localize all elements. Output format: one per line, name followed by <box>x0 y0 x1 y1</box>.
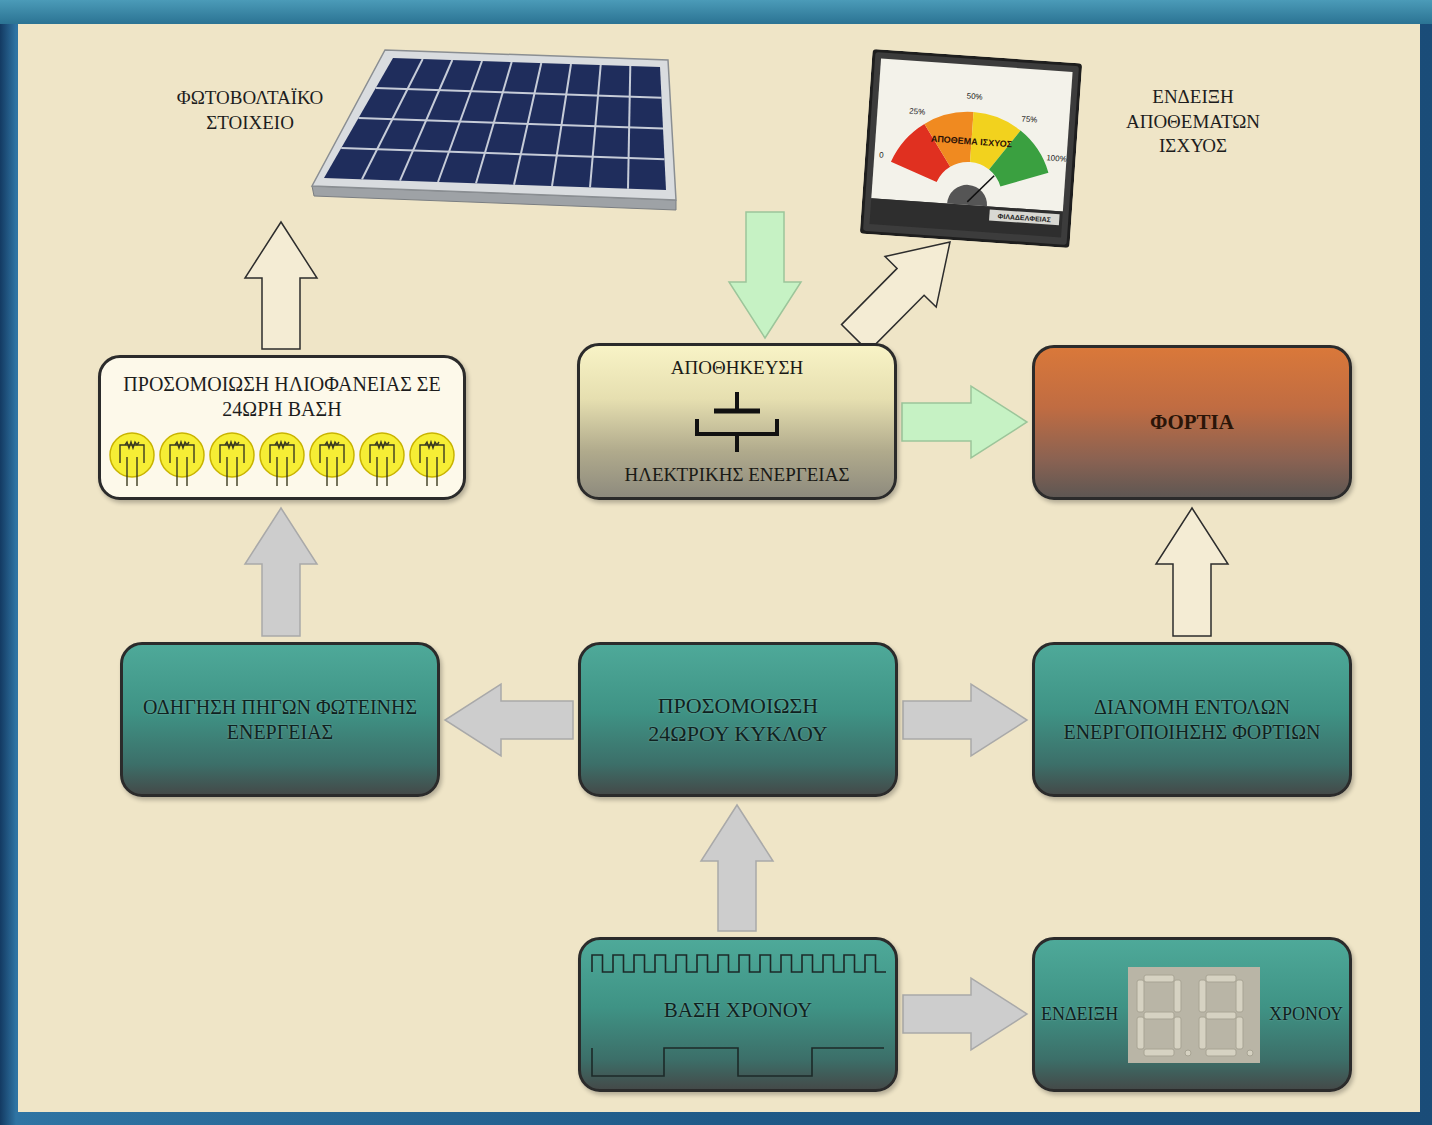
block-arrow <box>903 684 1027 756</box>
process-box: ΔΙΑΝΟΜΗ ΕΝΤΟΛΩΝ ΕΝΕΡΓΟΠΟΙΗΣΗΣ ΦΟΡΤΙΩΝ <box>1032 642 1352 797</box>
display-segment <box>1199 1017 1206 1049</box>
power-meter: 025%50%75%100%ΑΠΟΘΕΜΑ ΙΣΧΥΟΣΦΙΛΑΔΕΛΦΕΙΑΣ <box>860 49 1082 248</box>
node-label: ΒΑΣΗ ΧΡΟΝΟΥ <box>664 997 812 1023</box>
lamp <box>260 433 304 477</box>
block-arrow <box>842 242 951 351</box>
node-label: ΠΡΟΣΟΜΟΙΩΣΗ ΗΛΙΟΦΑΝΕΙΑΣ ΣΕ 24ΩΡΗ ΒΑΣΗ <box>115 372 450 422</box>
display-segment <box>1144 975 1174 982</box>
block-arrow <box>902 386 1027 458</box>
lamp <box>310 433 354 477</box>
capacitor-lead <box>697 392 777 452</box>
display-segment <box>1137 980 1144 1012</box>
block-arrow <box>903 978 1027 1050</box>
cell-grid <box>341 59 664 189</box>
node-label: ΧΡΟΝΟΥ <box>1269 1003 1343 1026</box>
gauge-label: 75% <box>1021 115 1038 124</box>
display-segment <box>1206 1012 1236 1019</box>
process-box: ΟΔΗΓΗΣΗ ΠΗΓΩΝ ΦΩΤΕΙΝΗΣ ΕΝΕΡΓΕΙΑΣ <box>120 642 440 797</box>
capacitor-symbol <box>687 392 787 452</box>
time-display-box: ΕΝΔΕΙΞΗ ΧΡΟΝΟΥ <box>1032 937 1352 1092</box>
node-label: ΕΝΔΕΙΞΗ ΑΠΟΘΕΜΑΤΩΝ ΙΣΧΥΟΣ <box>1108 85 1278 159</box>
node-label: ΟΔΗΓΗΣΗ ΠΗΓΩΝ ΦΩΤΕΙΝΗΣ ΕΝΕΡΓΕΙΑΣ <box>140 695 420 745</box>
block-arrow <box>701 805 773 931</box>
node-label: ΦΟΡΤΙΑ <box>1150 409 1234 435</box>
block-arrow <box>1156 508 1228 636</box>
solar-panel <box>312 50 676 210</box>
lamp <box>160 433 204 477</box>
seven-segment-display <box>1128 967 1260 1063</box>
time-base-box: ΒΑΣΗ ΧΡΟΝΟΥ <box>578 937 898 1092</box>
node-label: ΕΝΔΕΙΞΗ <box>1041 1003 1118 1026</box>
lamp-filament <box>320 442 344 486</box>
loads-box: ΦΟΡΤΙΑ <box>1032 345 1352 500</box>
node-label: ΑΠΟΘΗΚΕΥΣΗ <box>671 356 803 380</box>
display-face <box>1128 967 1260 1063</box>
display-segment <box>1144 1012 1174 1019</box>
square-wave <box>592 1048 884 1076</box>
panel-cells <box>324 58 666 190</box>
process-box: ΠΡΟΣΟΜΟΙΩΣΗ 24ΩΡΟΥ ΚΥΚΛΟΥ <box>578 642 898 797</box>
node-label: ΠΡΟΣΟΜΟΙΩΣΗ 24ΩΡΟΥ ΚΥΚΛΟΥ <box>623 692 853 747</box>
photovoltaic-panel: ΦΩΤΟΒΟΛΤΑΪΚΟ ΣΤΟΙΧΕΙΟ <box>150 48 810 212</box>
gauge-label: 25% <box>909 107 926 116</box>
display-segment <box>1137 1017 1144 1049</box>
lamp <box>360 433 404 477</box>
gauge-label: 100% <box>1046 154 1067 163</box>
lamp <box>110 433 154 477</box>
lamp-filament <box>120 442 144 486</box>
display-segment <box>1174 980 1181 1012</box>
display-segment <box>1199 980 1206 1012</box>
lamp-filament <box>420 442 444 486</box>
energy-storage-box: ΑΠΟΘΗΚΕΥΣΗ ΗΛΕΚΤΡΙΚΗΣ ΕΝΕΡΓΕΙΑΣ <box>577 343 897 500</box>
display-segment <box>1236 1017 1243 1049</box>
display-segment <box>1174 1017 1181 1049</box>
capacitor-plate <box>714 408 760 413</box>
display-dot <box>1185 1050 1191 1056</box>
sunlight-simulation-box: ΠΡΟΣΟΜΟΙΩΣΗ ΗΛΙΟΦΑΝΕΙΑΣ ΣΕ 24ΩΡΗ ΒΑΣΗ <box>98 355 466 500</box>
display-segment <box>1144 1049 1174 1056</box>
power-reserve-meter: ΕΝΔΕΙΞΗ ΑΠΟΘΕΜΑΤΩΝ ΙΣΧΥΟΣ <box>860 55 1290 250</box>
display-dot <box>1247 1050 1253 1056</box>
block-arrow <box>245 508 317 636</box>
lamp-filament <box>220 442 244 486</box>
node-label: ΗΛΕΚΤΡΙΚΗΣ ΕΝΕΡΓΕΙΑΣ <box>625 463 850 487</box>
lamp <box>410 433 454 477</box>
lamp <box>210 433 254 477</box>
block-arrow <box>445 684 573 756</box>
node-label: ΔΙΑΝΟΜΗ ΕΝΤΟΛΩΝ ΕΝΕΡΓΟΠΟΙΗΣΗΣ ΦΟΡΤΙΩΝ <box>1062 695 1322 745</box>
panel-frame <box>312 50 676 200</box>
display-segment <box>1206 1049 1236 1056</box>
node-label: ΦΩΤΟΒΟΛΤΑΪΚΟ ΣΤΟΙΧΕΙΟ <box>150 86 350 135</box>
display-segment <box>1236 980 1243 1012</box>
lamp-row <box>108 430 456 488</box>
gauge-label: 0 <box>879 152 884 160</box>
lamp-filament <box>370 442 394 486</box>
lamp-filament <box>170 442 194 486</box>
top-band <box>0 0 1432 24</box>
block-arrow <box>729 212 801 338</box>
square-wave <box>592 955 886 972</box>
display-segment <box>1206 975 1236 982</box>
block-arrow <box>245 222 317 349</box>
clock-wave <box>590 952 886 976</box>
gauge-label: 50% <box>966 93 983 102</box>
lamp-filament <box>270 442 294 486</box>
clock-wave <box>590 1045 886 1079</box>
